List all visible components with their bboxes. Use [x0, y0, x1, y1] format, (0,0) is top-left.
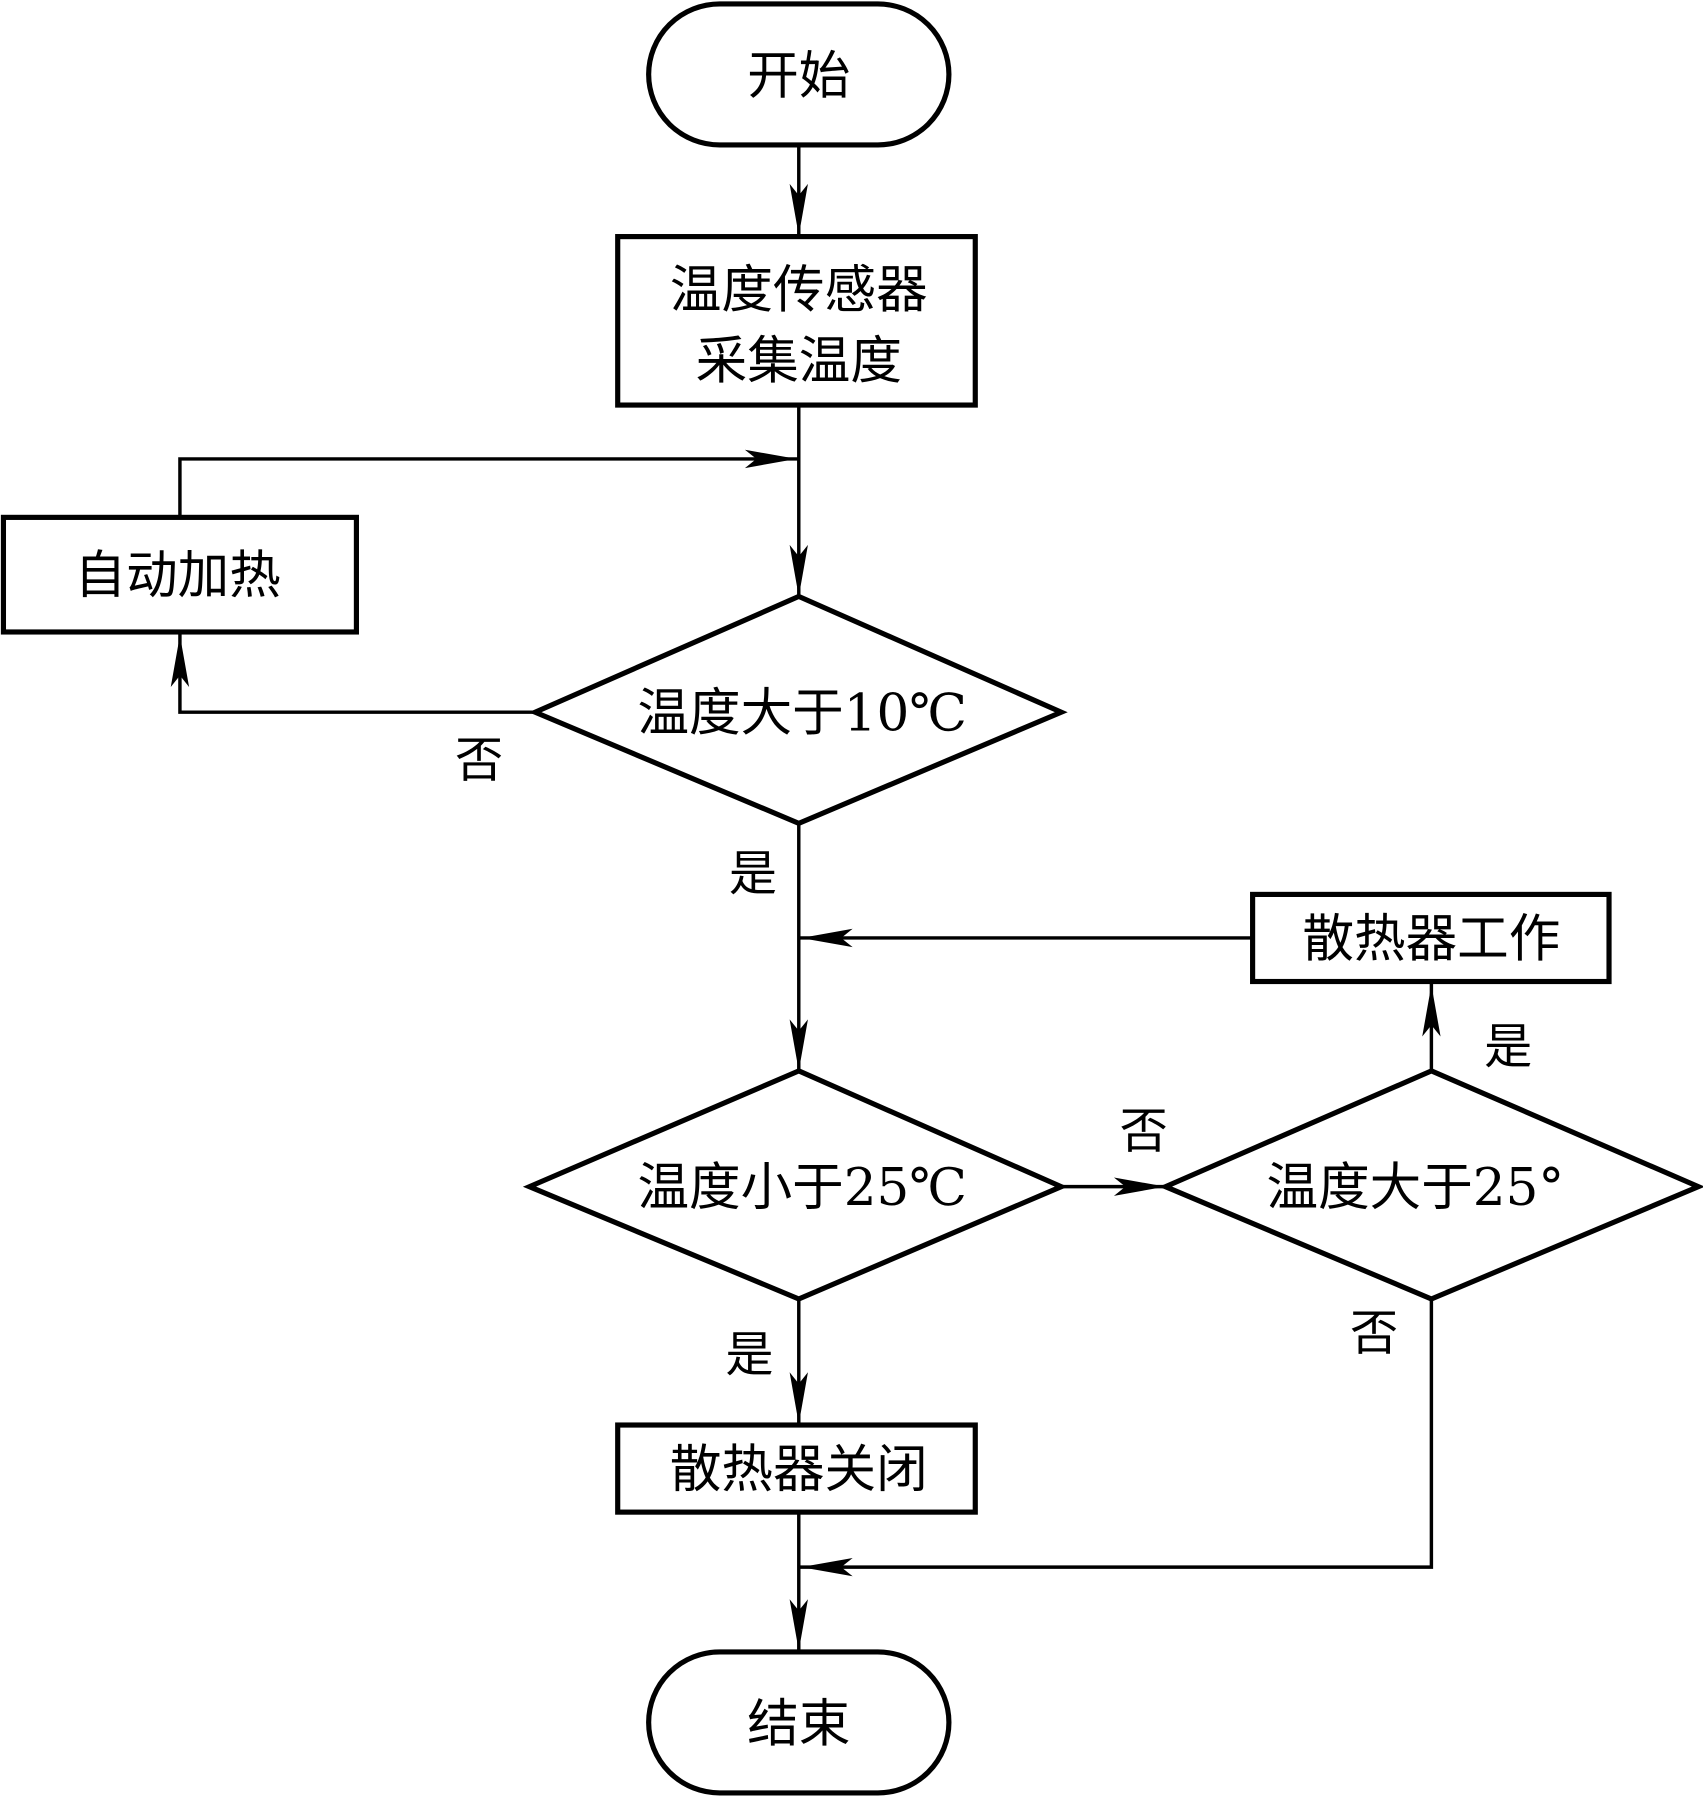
arrowhead-icon: [789, 544, 808, 597]
edge-checkabove25-end: [798, 1298, 1434, 1569]
arrowhead-icon: [801, 928, 853, 948]
edge-labels: 否 是 否 是 是 否: [455, 732, 1532, 1383]
node-check-above-10: 温度大于10℃: [528, 593, 1068, 827]
edge-label-no-end: 否: [1350, 1305, 1398, 1361]
edge-label-no-heater: 否: [455, 732, 503, 788]
connectors: [170, 146, 1441, 1651]
arrowhead-icon: [170, 635, 190, 687]
node-radiator-off: 散热器关闭: [615, 1422, 978, 1515]
edge-label-yes-radiator-off: 是: [725, 1327, 773, 1383]
arrowhead-icon: [789, 1599, 808, 1651]
node-sensor: 温度传感器 采集温度: [615, 234, 978, 408]
edge-check10-heater: [178, 633, 536, 714]
node-check-below-25: 温度小于25℃: [522, 1068, 1068, 1302]
sensor-label-line1: 温度传感器: [670, 261, 928, 321]
check-above-25-label: 温度大于25°: [1267, 1158, 1565, 1218]
node-heater: 自动加热: [0, 514, 359, 635]
arrowhead-icon: [1113, 1177, 1166, 1196]
edge-label-yes-check10: 是: [729, 846, 777, 902]
radiator-on-label: 散热器工作: [1302, 909, 1560, 969]
edge-heater-loop: [178, 457, 799, 517]
arrowhead-icon: [744, 449, 797, 469]
start-label: 开始: [747, 46, 850, 106]
arrowhead-icon: [789, 1372, 808, 1424]
arrowhead-icon: [789, 183, 808, 236]
arrowhead-icon: [801, 1557, 853, 1577]
node-check-above-25: 温度大于25°: [1158, 1068, 1703, 1302]
check-above-10-label: 温度大于10℃: [637, 684, 967, 744]
node-radiator-on: 散热器工作: [1250, 891, 1612, 985]
sensor-label-line2: 采集温度: [696, 332, 902, 392]
radiator-off-label: 散热器关闭: [670, 1440, 928, 1500]
edge-label-yes-radiator-on: 是: [1484, 1019, 1532, 1075]
end-label: 结束: [747, 1694, 850, 1754]
check-below-25-label: 温度小于25℃: [637, 1158, 967, 1218]
edge-label-no-check25: 否: [1120, 1104, 1168, 1160]
heater-label: 自动加热: [75, 546, 281, 606]
node-start: 开始: [646, 1, 952, 148]
arrowhead-icon: [789, 1019, 808, 1071]
node-end: 结束: [646, 1649, 952, 1796]
arrowhead-icon: [1422, 984, 1441, 1037]
